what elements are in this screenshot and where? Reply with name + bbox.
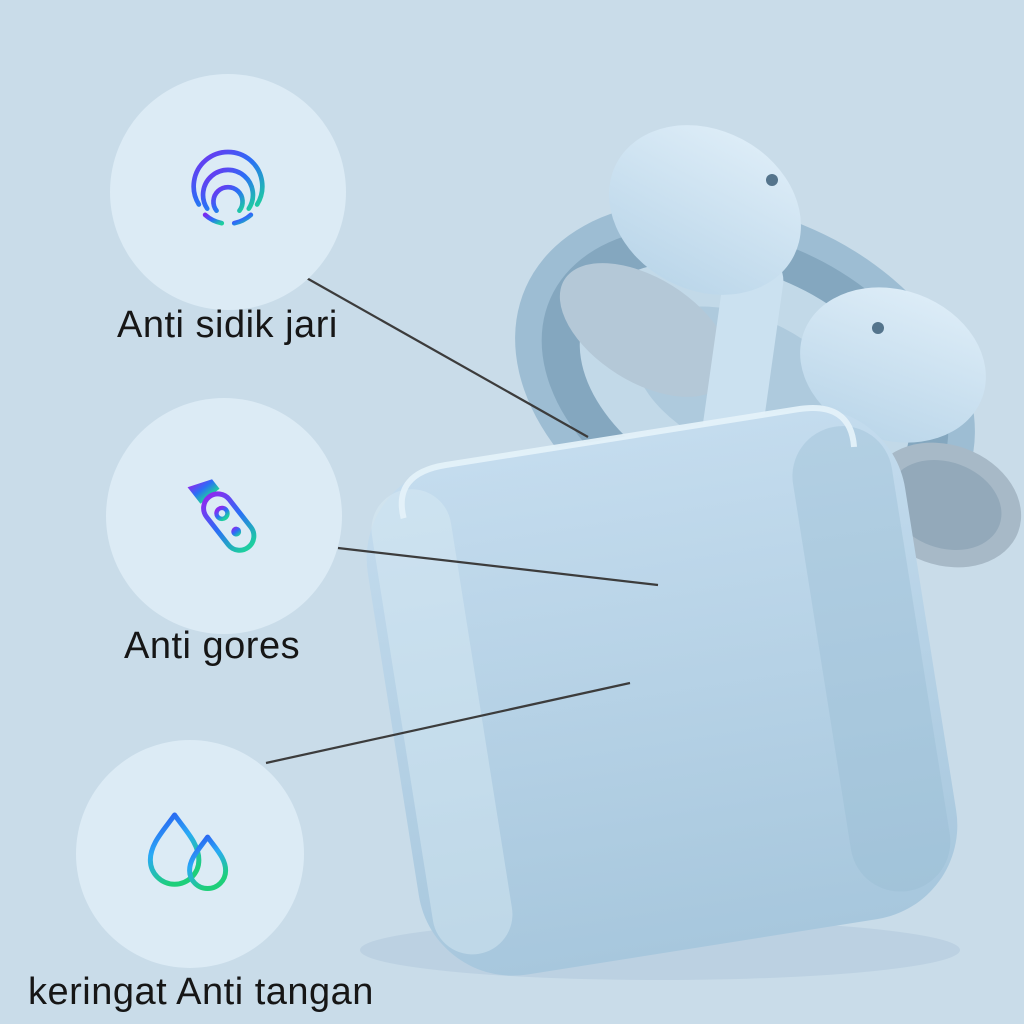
feature-badge-sweat-proof: [76, 740, 304, 968]
feature-label-anti-fingerprint: Anti sidik jari: [117, 304, 338, 346]
feature-badge-anti-fingerprint: [110, 74, 346, 310]
right-earbud-mic-hole: [872, 322, 884, 334]
feature-label-sweat-proof: keringat Anti tangan: [28, 971, 374, 1013]
leader-line-anti-fingerprint: [302, 275, 589, 438]
feature-badge-anti-scratch: [106, 398, 342, 634]
leader-line-anti-scratch: [337, 546, 659, 587]
left-earbud-mic-hole: [766, 174, 778, 186]
water-drops-icon: [147, 812, 229, 891]
cutter-icon: [187, 479, 257, 553]
case-rim-highlight: [398, 405, 858, 519]
leader-line-sweat-proof: [265, 681, 631, 765]
feature-label-anti-scratch: Anti gores: [124, 625, 301, 667]
fingerprint-icon: [191, 149, 265, 226]
charging-case-body: [366, 405, 958, 976]
